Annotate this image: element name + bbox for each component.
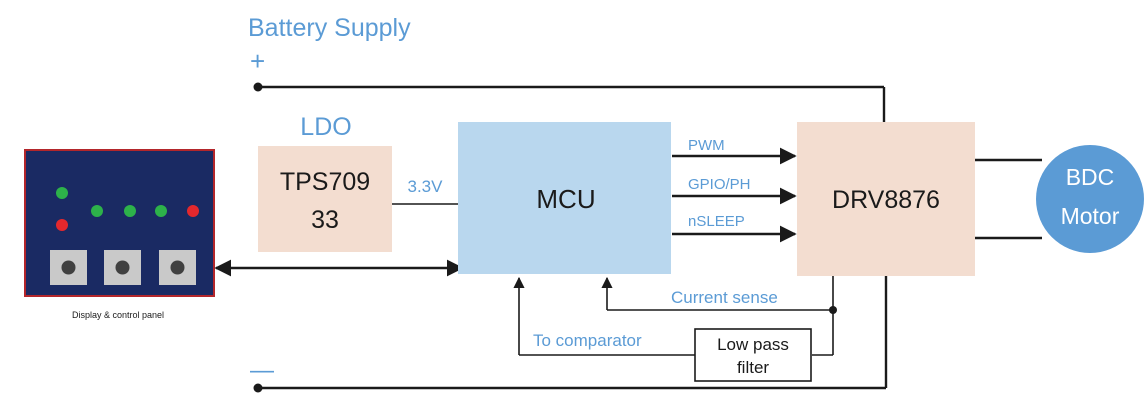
led-green-2	[91, 205, 103, 217]
panel-caption: Display & control panel	[72, 310, 164, 320]
led-green-3	[124, 205, 136, 217]
mcu-label: MCU	[536, 184, 595, 214]
ldo-part-line2: 33	[311, 206, 339, 234]
led-green-4	[155, 205, 167, 217]
battery-minus-label: —	[250, 357, 274, 384]
battery-supply-title: Battery Supply	[248, 14, 411, 42]
positive-terminal-dot	[253, 82, 263, 92]
to-comparator-label: To comparator	[533, 331, 642, 350]
negative-terminal-dot	[253, 383, 263, 393]
ldo-output-label: 3.3V	[408, 177, 444, 196]
pwm-label: PWM	[688, 137, 725, 154]
current-sense-label: Current sense	[671, 288, 778, 307]
panel-button-2-knob	[115, 260, 130, 275]
motor-label-line2: Motor	[1061, 203, 1120, 229]
ldo-part-line1: TPS709	[280, 168, 370, 196]
battery-plus-label: +	[250, 46, 265, 76]
led-green-1	[56, 187, 68, 199]
led-red-1	[56, 219, 68, 231]
bdc-motor	[1036, 145, 1144, 253]
panel-button-3-knob	[170, 260, 185, 275]
filter-label-line2: filter	[737, 358, 769, 377]
ldo-heading: LDO	[300, 113, 351, 141]
low-pass-filter-block	[694, 328, 812, 382]
display-control-panel	[24, 149, 215, 297]
driver-block	[797, 122, 975, 276]
driver-label: DRV8876	[832, 186, 940, 214]
ldo-block	[258, 146, 392, 252]
motor-label-line1: BDC	[1066, 164, 1115, 190]
led-red-2	[187, 205, 199, 217]
mcu-block	[458, 122, 671, 274]
filter-label-line1: Low pass	[717, 335, 789, 354]
panel-button-1-knob	[61, 260, 76, 275]
gpio-label: GPIO/PH	[688, 176, 751, 193]
nsleep-label: nSLEEP	[688, 213, 745, 230]
